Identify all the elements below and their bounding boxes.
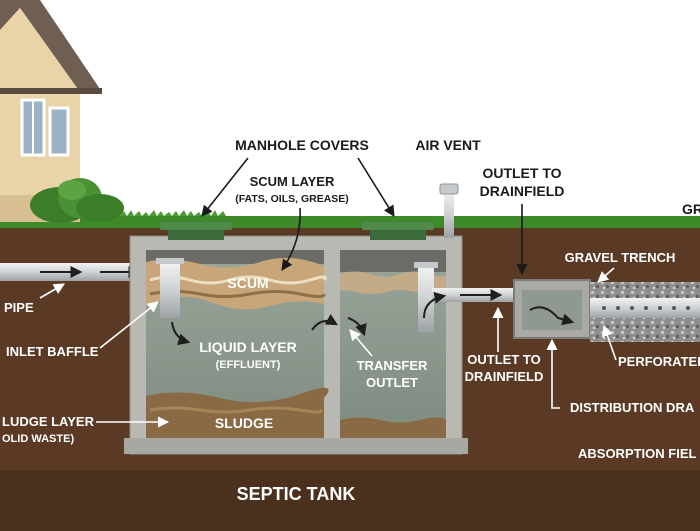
air-vent [439, 183, 459, 238]
label-transfer-1: TRANSFER [357, 358, 428, 373]
arrow-transfer-outlet [349, 329, 373, 357]
arrow-scum-layer [281, 207, 301, 271]
label-manhole-covers: MANHOLE COVERS [235, 137, 369, 153]
label-scum-layer: SCUM LAYER [250, 174, 335, 189]
label-septic-tank: SEPTIC TANK [237, 484, 356, 504]
label-pipe: PIPE [4, 300, 34, 315]
deep-soil [0, 470, 700, 531]
label-outlet-top-1: OUTLET TO [482, 165, 561, 181]
label-sludge-layer-1: LUDGE LAYER [2, 414, 95, 429]
outlet-flow-arrow-2 [423, 292, 447, 319]
arrow-distribution [546, 338, 560, 409]
manhole-cover-right [362, 222, 434, 240]
distribution-box [513, 279, 591, 339]
septic-tank [124, 235, 468, 455]
grass-blades-right [120, 210, 700, 216]
label-perforated: PERFORATED [618, 354, 700, 369]
arrow-into-liquid [171, 321, 191, 346]
arrow-perforated [602, 324, 617, 361]
sky [0, 0, 700, 222]
arrow-manhole-right [357, 157, 395, 217]
transfer-arrow-left [311, 314, 339, 331]
label-liquid-layer: LIQUID LAYER [199, 339, 297, 355]
arrow-inlet-baffle [99, 301, 159, 349]
label-liquid-layer-sub: (EFFLUENT) [216, 359, 281, 371]
label-absorption: ABSORPTION FIEL [578, 446, 697, 461]
arrow-manhole-left [201, 157, 249, 217]
bush [30, 178, 124, 223]
scum-layer [146, 257, 324, 310]
label-sludge: SLUDGE [215, 415, 273, 431]
label-edge-top-right: GR [682, 201, 700, 217]
label-gravel-trench: GRAVEL TRENCH [565, 250, 676, 265]
label-outlet-mid-1: OUTLET TO [467, 352, 540, 367]
transfer-arrow-right [347, 317, 367, 337]
arrow-pipe [39, 283, 65, 299]
label-outlet-mid-2: DRAINFIELD [465, 369, 544, 384]
inlet-pipe [0, 263, 168, 281]
label-scum-layer-sub: (FATS, OILS, GREASE) [235, 193, 349, 205]
label-inlet-baffle: INLET BAFFLE [6, 344, 99, 359]
label-outlet-top-2: DRAINFIELD [480, 183, 565, 199]
label-scum: SCUM [227, 275, 268, 291]
label-sludge-layer-2: OLID WASTE) [2, 433, 74, 445]
inlet-baffle [156, 258, 184, 318]
label-distribution: DISTRIBUTION DRA [570, 400, 695, 415]
label-transfer-2: OUTLET [366, 375, 418, 390]
arrow-gravel-trench [597, 267, 615, 283]
manhole-cover-left [160, 222, 232, 240]
outlet-baffle [414, 262, 438, 332]
label-air-vent: AIR VENT [415, 137, 481, 153]
